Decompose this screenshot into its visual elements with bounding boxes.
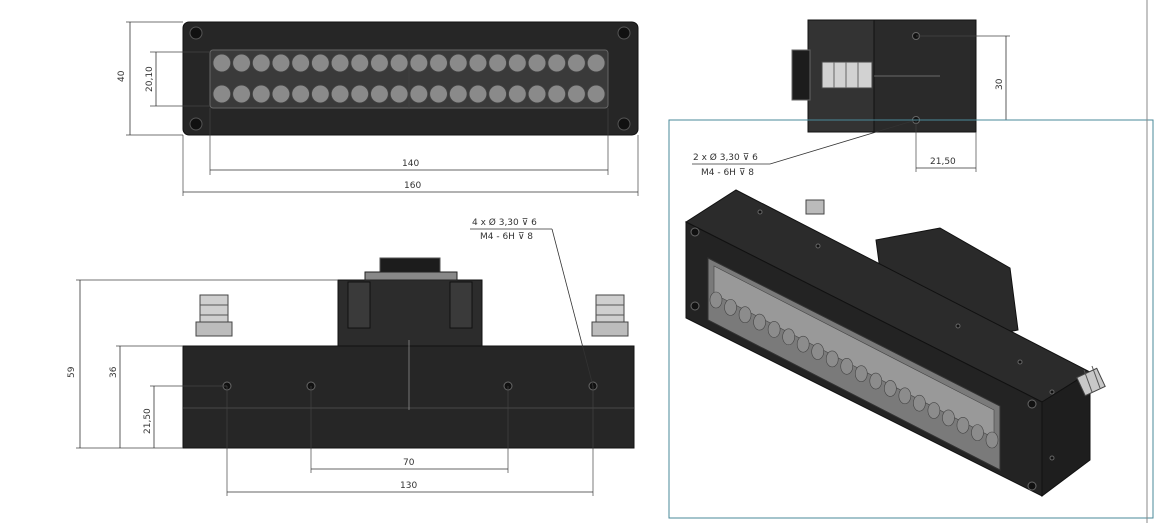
iso-led-icon [709,291,723,309]
led-icon [370,53,389,73]
iso-led-icon [956,416,970,434]
iso-led-icon [738,306,752,324]
led-icon [291,84,310,104]
front-view: 59 36 21,50 70 130 4 x Ø 3,30 ⊽ 6 M4 - 6… [67,217,635,496]
corner-hole-icon [617,26,631,40]
corner-hole-icon [617,117,631,131]
iso-led-icon [840,358,854,375]
led-icon [350,53,369,73]
side-callout-line-2: M4 - 6H ⊽ 8 [701,168,754,178]
iso-led-icon [884,380,897,397]
side-dim-height: 30 [995,78,1005,90]
led-icon [567,53,586,73]
led-icon [232,84,251,104]
led-icon [251,53,271,73]
iso-hose-barb-icon [1076,365,1106,397]
led-icon [311,84,330,104]
dim-width-total: 160 [404,181,421,191]
dim-hole-spacing-outer: 130 [400,481,417,491]
isometric-view [668,0,1154,523]
led-icon [311,53,330,73]
led-icon [350,84,369,104]
iso-led-icon [825,350,839,368]
iso-led-icon [971,424,984,441]
iso-led-icon [854,365,868,382]
led-icon [488,53,507,73]
iso-led-icon [927,402,941,419]
iso-led-icon [796,335,810,353]
iso-led-icon [942,409,955,427]
led-icon [370,84,389,104]
led-icon [429,84,448,104]
led-icon [271,84,291,104]
dim-led-pitch: 20,10 [145,66,155,92]
led-icon [291,53,310,73]
callout-line-1: 4 x Ø 3,30 ⊽ 6 [472,217,537,228]
dim-height: 40 [117,70,127,82]
led-icon [389,84,409,104]
iso-led-icon [782,328,795,346]
led-icon [212,53,232,73]
iso-led-icon [985,431,999,449]
corner-hole-icon [189,117,203,131]
led-icon [429,53,448,73]
led-icon [468,84,488,104]
led-icon [409,53,429,73]
top-view: 140 160 40 20,10 [117,21,639,196]
led-icon [547,84,567,104]
led-icon [212,84,232,104]
iso-led-icon [913,394,926,412]
led-icon [527,84,547,104]
led-icon [448,84,468,104]
dim-body-height: 36 [109,366,119,378]
corner-hole-icon [189,26,203,40]
led-icon [389,53,409,73]
led-icon [527,53,547,73]
iso-led-icon [869,372,883,390]
led-icon [547,53,567,73]
led-icon [330,84,350,104]
iso-led-icon [811,343,824,360]
dim-hole-spacing-inner: 70 [403,458,415,468]
hose-barb-icon [195,294,233,337]
iso-led-icon [898,387,912,405]
dim-led-length: 140 [402,159,419,169]
led-icon [488,84,507,104]
dim-total-height: 59 [67,366,77,378]
led-array [212,53,606,104]
iso-led-array [709,291,999,449]
led-icon [586,53,606,73]
isometric-frame [668,119,1154,519]
led-icon [468,53,488,73]
iso-led-icon [724,299,737,316]
led-icon [567,84,586,104]
led-icon [508,53,527,73]
front-view-body [182,345,635,449]
led-icon [409,84,429,104]
side-view: 30 21,50 2 x Ø 3,30 ⊽ 6 M4 - 6H ⊽ 8 [692,19,1010,178]
side-dim-offset: 21,50 [930,157,956,167]
dim-hole-height: 21,50 [143,408,153,434]
led-icon [330,53,350,73]
led-icon [232,53,251,73]
iso-led-icon [753,313,766,331]
callout-line-2: M4 - 6H ⊽ 8 [480,232,533,242]
hose-barb-icon [591,294,629,337]
led-icon [508,84,527,104]
side-connector-thread [791,49,811,101]
side-callout-line-1: 2 x Ø 3,30 ⊽ 6 [693,152,758,163]
led-icon [271,53,291,73]
led-icon [251,84,271,104]
iso-led-icon [767,321,781,338]
led-icon [586,84,606,104]
led-icon [448,53,468,73]
side-hose-barb-icon [821,61,873,89]
